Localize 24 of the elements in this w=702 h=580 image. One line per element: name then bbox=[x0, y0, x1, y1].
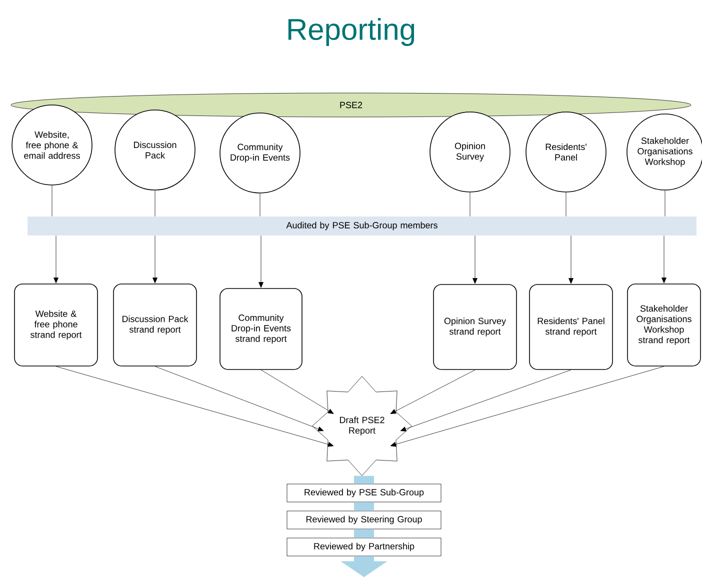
arrow bbox=[568, 236, 574, 284]
arrow bbox=[258, 236, 264, 288]
arrow bbox=[154, 366, 324, 432]
arrow bbox=[662, 236, 666, 284]
review-box: Reviewed by PSE Sub-Group bbox=[286, 484, 442, 502]
review-box: Reviewed by Partnership bbox=[286, 538, 442, 556]
audit-band: Audited by PSE Sub-Group members bbox=[28, 216, 696, 236]
arrow bbox=[260, 370, 334, 414]
draft-star: Draft PSE2 Report bbox=[312, 376, 412, 476]
title: Reporting bbox=[288, 18, 414, 46]
arrow bbox=[390, 370, 476, 414]
arrow bbox=[54, 236, 58, 284]
arrow bbox=[400, 370, 572, 432]
report-box: Community Drop-in Events strand report bbox=[220, 288, 302, 370]
report-box: Residents' Panel strand report bbox=[529, 284, 613, 370]
report-box: Stakeholder Organisations Workshop strand report bbox=[627, 284, 701, 366]
review-box: Reviewed by Steering Group bbox=[286, 510, 442, 530]
report-box: Discussion Pack strand report bbox=[113, 284, 197, 366]
arrow bbox=[390, 366, 664, 447]
report-box: Website & free phone strand report bbox=[14, 284, 98, 366]
report-box: Opinion Survey strand report bbox=[433, 284, 517, 370]
arrow bbox=[56, 366, 334, 447]
arrow bbox=[152, 236, 158, 284]
arrow bbox=[472, 236, 478, 284]
